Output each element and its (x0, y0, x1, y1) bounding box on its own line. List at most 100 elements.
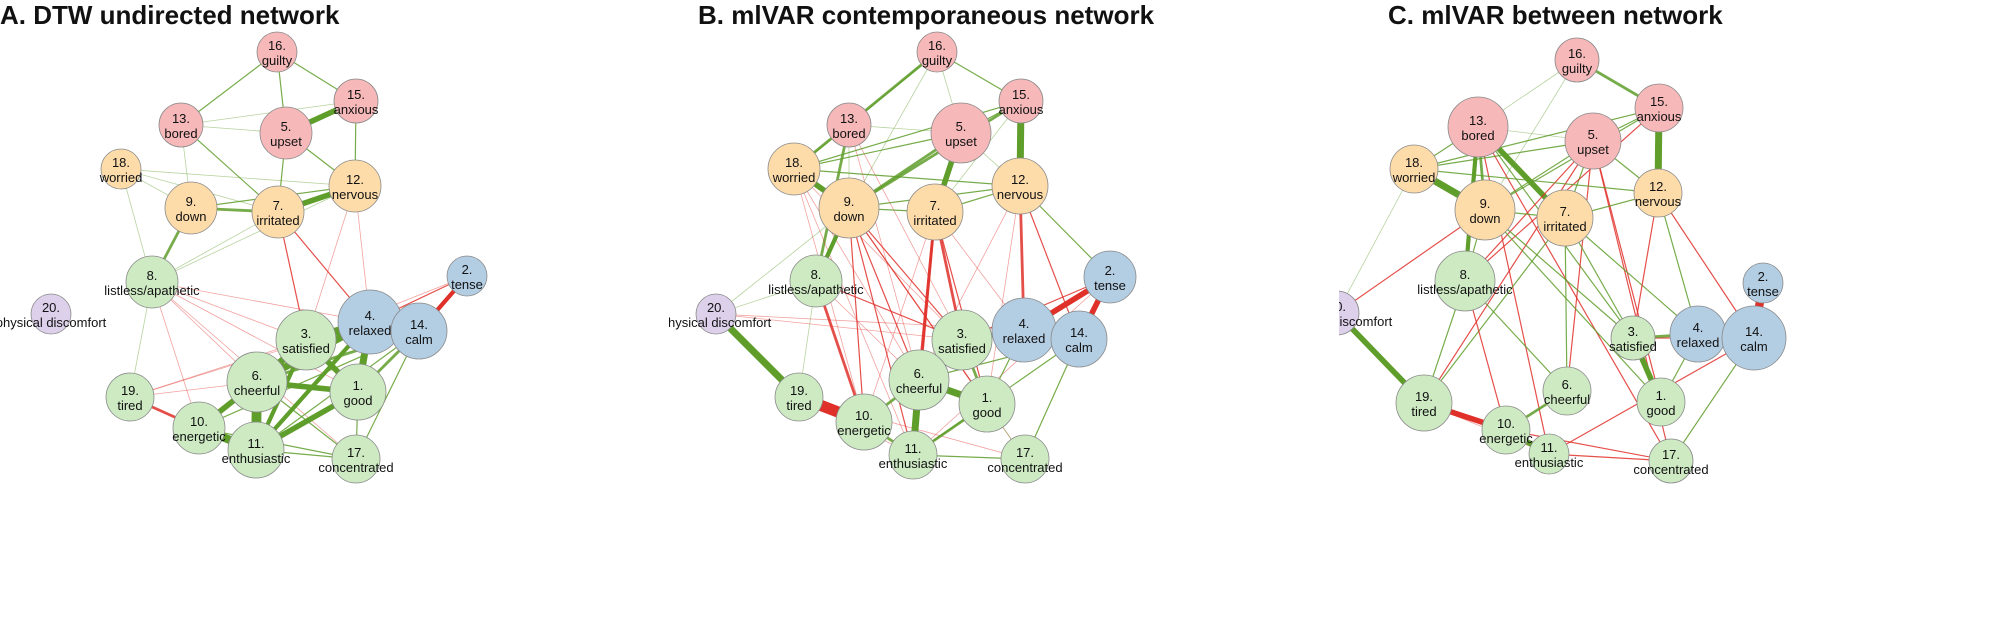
node-15[interactable]: 15.anxious (998, 78, 1044, 124)
node-2[interactable]: 2.tense (1083, 250, 1137, 304)
node-18[interactable]: 18.worried (767, 142, 821, 196)
node-5[interactable]: 5.upset (1564, 112, 1622, 170)
node-3[interactable]: 3.satisfied (275, 309, 337, 371)
node-13[interactable]: 13.bored (826, 102, 872, 148)
node-20[interactable]: 20.physical discomfort (669, 293, 772, 335)
node-label: irritated (1543, 219, 1586, 234)
node-8[interactable]: 8.listless/apathetic (104, 255, 200, 309)
node-10[interactable]: 10.energetic (172, 401, 226, 455)
node-circle (888, 430, 938, 480)
node-number: 6. (1562, 377, 1573, 392)
edge-18-12 (1413, 168, 1659, 194)
node-19[interactable]: 19.tired (105, 372, 155, 422)
node-20[interactable]: 20.physical discomfort (0, 293, 107, 335)
node-16[interactable]: 16.guilty (1554, 37, 1600, 83)
node-circle (998, 78, 1044, 124)
edge-18-6 (793, 168, 920, 381)
node-7[interactable]: 7.irritated (251, 185, 305, 239)
node-number: 17. (347, 445, 365, 460)
node-13[interactable]: 13.bored (158, 102, 204, 148)
edge-18-12 (120, 168, 356, 187)
node-17[interactable]: 17.concentrated (318, 434, 394, 484)
node-1[interactable]: 1.good (958, 375, 1016, 433)
node-9[interactable]: 9.down (1454, 179, 1516, 241)
node-circle (275, 309, 337, 371)
edge-13-6 (848, 124, 920, 381)
node-number: 2. (1758, 269, 1769, 284)
node-1[interactable]: 1.good (1636, 377, 1686, 427)
node-16[interactable]: 16.guilty (256, 31, 298, 73)
node-12[interactable]: 12.nervous (1633, 168, 1683, 218)
node-7[interactable]: 7.irritated (906, 183, 964, 241)
node-number: 20. (707, 300, 725, 315)
node-7[interactable]: 7.irritated (1536, 189, 1594, 247)
node-11[interactable]: 11.enthusiastic (222, 421, 291, 479)
node-6[interactable]: 6.cheerful (888, 349, 950, 411)
node-10[interactable]: 10.energetic (835, 393, 893, 451)
node-17[interactable]: 17.concentrated (1633, 438, 1709, 484)
node-circle (1389, 144, 1439, 194)
node-number: 6. (252, 368, 263, 383)
node-6[interactable]: 6.cheerful (226, 351, 288, 413)
node-2[interactable]: 2.tense (1742, 262, 1784, 304)
node-number: 16. (1568, 46, 1586, 61)
nodes: 1.good 2.tense 3.satisfied 4.relaxed 5.upset… (1339, 37, 1787, 484)
node-4[interactable]: 4.relaxed (991, 297, 1057, 363)
node-number: 8. (147, 268, 158, 283)
node-3[interactable]: 3.satisfied (931, 309, 993, 371)
node-19[interactable]: 19.tired (1395, 374, 1453, 432)
node-label: down (833, 209, 864, 224)
edge-9-3 (1484, 209, 1634, 339)
node-label: concentrated (318, 460, 393, 475)
node-number: 19. (121, 383, 139, 398)
node-12[interactable]: 12.nervous (991, 157, 1049, 215)
node-circle (164, 181, 218, 235)
node-label: guilty (922, 53, 953, 68)
node-5[interactable]: 5.upset (259, 106, 313, 160)
edge-8-4 (151, 281, 371, 323)
node-label: cheerful (896, 381, 942, 396)
node-14[interactable]: 14.calm (1050, 310, 1108, 368)
node-14[interactable]: 14.calm (1721, 305, 1787, 371)
node-15[interactable]: 15.anxious (334, 78, 379, 124)
node-5[interactable]: 5.upset (930, 102, 992, 164)
node-18[interactable]: 18.worried (1389, 144, 1439, 194)
node-4[interactable]: 4.relaxed (337, 289, 403, 355)
node-label: cheerful (234, 383, 280, 398)
node-number: 18. (112, 155, 130, 170)
node-20[interactable]: 20.physical discomfort (1339, 290, 1393, 336)
node-2[interactable]: 2.tense (446, 255, 488, 297)
node-15[interactable]: 15.anxious (1634, 83, 1684, 133)
node-11[interactable]: 11.enthusiastic (879, 430, 948, 480)
node-circle (695, 293, 737, 335)
node-number: 1. (353, 378, 364, 393)
node-14[interactable]: 14.calm (390, 302, 448, 360)
node-18[interactable]: 18.worried (99, 148, 143, 190)
node-circle (1636, 377, 1686, 427)
node-label: enthusiastic (1515, 455, 1584, 470)
node-circle (818, 177, 880, 239)
node-circle (1648, 438, 1694, 484)
node-circle (1742, 262, 1784, 304)
node-circle (1481, 405, 1531, 455)
node-12[interactable]: 12.nervous (328, 159, 382, 213)
node-4[interactable]: 4.relaxed (1669, 305, 1727, 363)
node-circle (1542, 366, 1592, 416)
node-8[interactable]: 8.listless/apathetic (1417, 250, 1513, 312)
node-9[interactable]: 9.down (818, 177, 880, 239)
node-16[interactable]: 16.guilty (916, 31, 958, 73)
node-3[interactable]: 3.satisfied (1609, 315, 1657, 361)
edge-13-15 (180, 100, 357, 126)
node-number: 16. (268, 38, 286, 53)
node-19[interactable]: 19.tired (774, 372, 824, 422)
node-13[interactable]: 13.bored (1447, 96, 1509, 158)
node-11[interactable]: 11.enthusiastic (1515, 433, 1584, 475)
node-10[interactable]: 10.energetic (1479, 405, 1533, 455)
node-8[interactable]: 8.listless/apathetic (768, 254, 864, 308)
node-17[interactable]: 17.concentrated (987, 434, 1063, 484)
node-9[interactable]: 9.down (164, 181, 218, 235)
node-1[interactable]: 1.good (329, 363, 387, 421)
node-6[interactable]: 6.cheerful (1542, 366, 1592, 416)
